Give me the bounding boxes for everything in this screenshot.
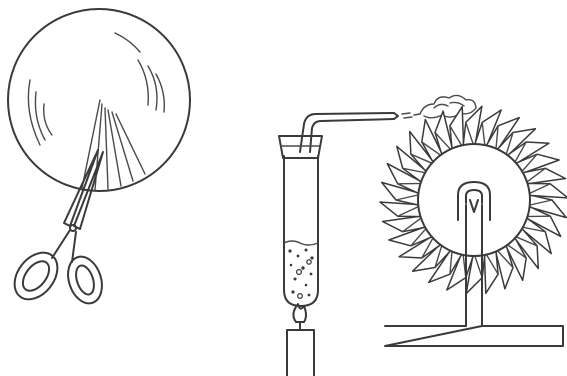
stand-base (385, 326, 563, 346)
flame (293, 304, 306, 322)
pinwheel-disc (418, 144, 530, 256)
water-bubbles (288, 249, 313, 299)
water-surface (284, 241, 318, 245)
cut-sector-lines (82, 100, 145, 190)
test-tube-apparatus (279, 113, 398, 306)
burner-body (287, 330, 314, 376)
test-tube (284, 156, 318, 306)
heat-source (287, 304, 314, 376)
steam-jet (402, 95, 476, 118)
scissors-handle-left (6, 244, 66, 307)
scissors (6, 150, 108, 308)
paper-crease-lines (28, 33, 164, 145)
scissors-handle-right (62, 252, 107, 308)
paper-pinwheel (380, 106, 567, 293)
